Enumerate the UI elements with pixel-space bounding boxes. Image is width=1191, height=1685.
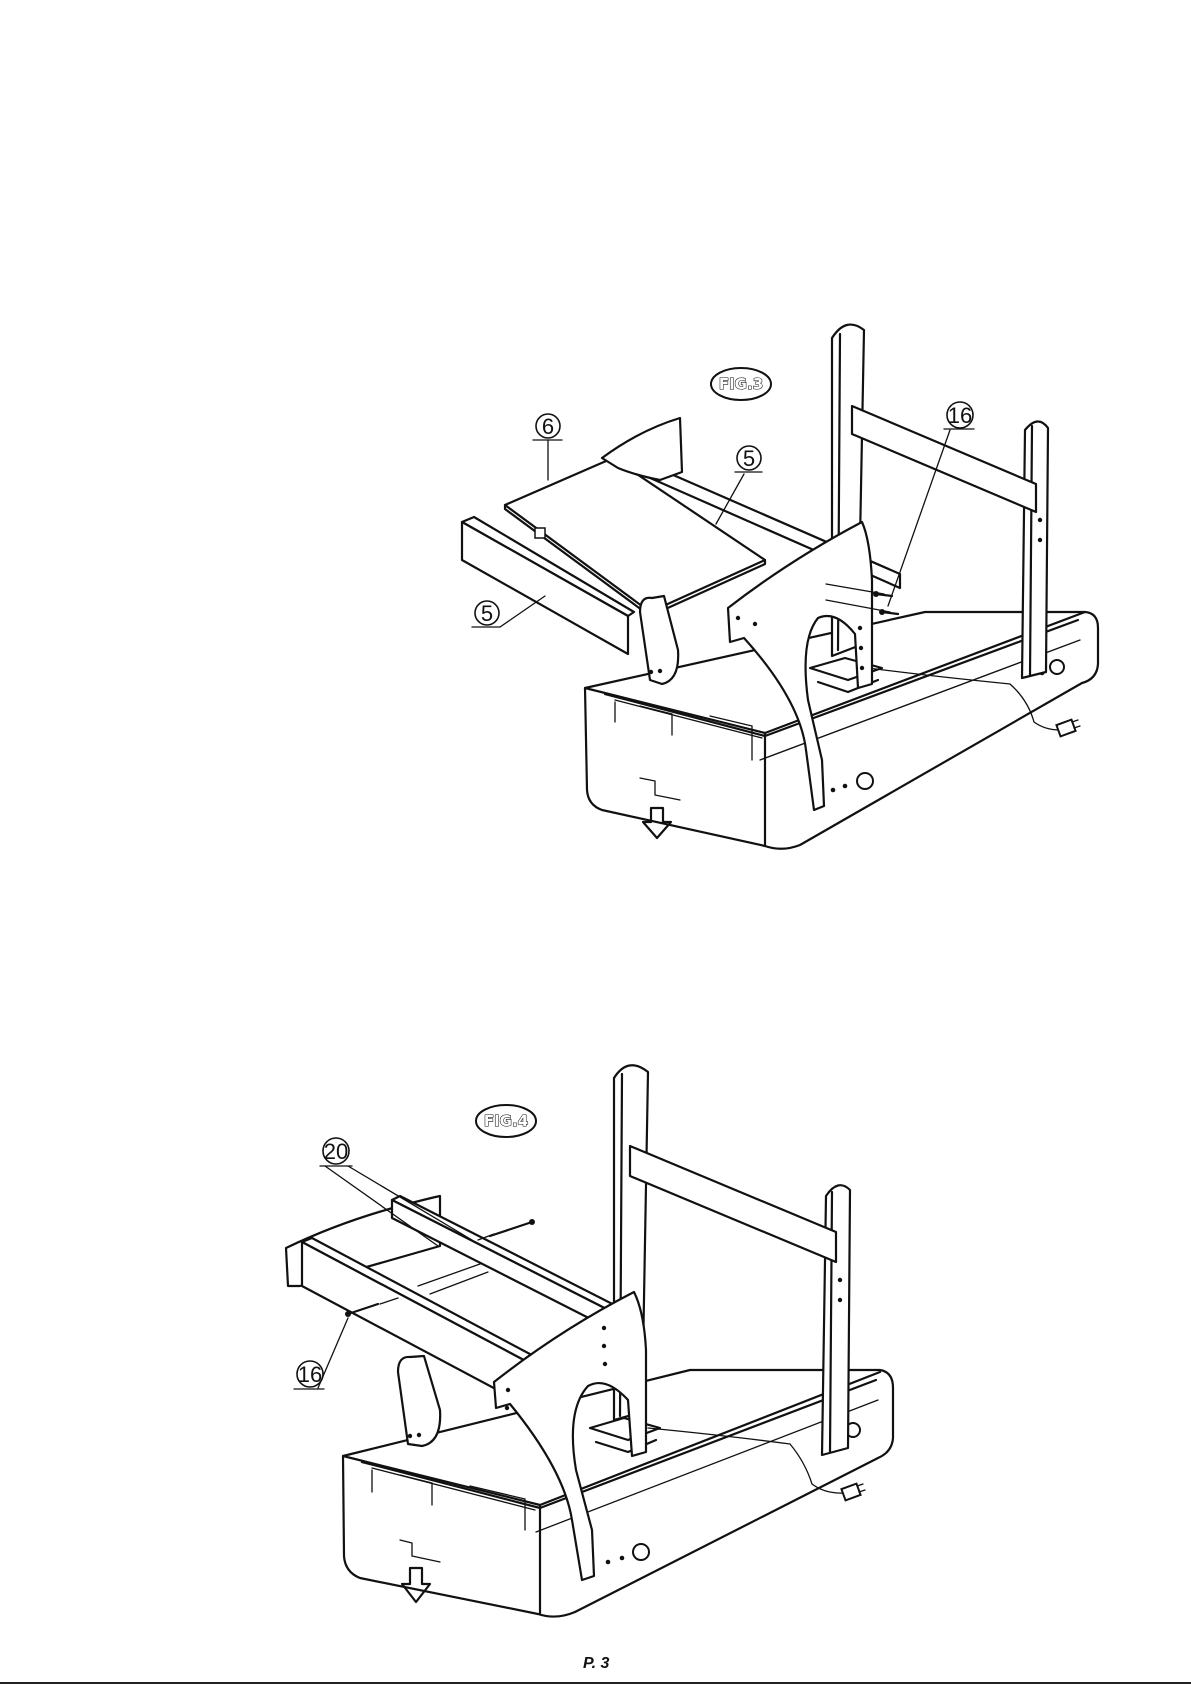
callout-number: 5: [743, 446, 755, 471]
figure-3: FIG.3: [462, 325, 1098, 849]
page-number: P. 3: [583, 1655, 609, 1673]
fig3-label: FIG.3: [719, 375, 763, 393]
callout-number: 5: [481, 601, 493, 626]
callout-number: 6: [542, 414, 554, 439]
screw-icon: [873, 591, 898, 615]
callout-number: 16: [298, 1362, 322, 1387]
fig4-callout-16: 16: [294, 1318, 348, 1389]
bottom-rule: [0, 1682, 1191, 1684]
fig3-callout-6: 6: [533, 414, 562, 480]
fig3-badge: FIG.3: [711, 368, 771, 400]
fig4-front-leg: [398, 1356, 440, 1446]
fig3-front-leg: [640, 596, 678, 684]
callout-number: 16: [948, 403, 972, 428]
power-plug-icon: [1056, 720, 1080, 737]
callout-number: 20: [324, 1139, 348, 1164]
power-plug-icon: [841, 1484, 865, 1501]
fig4-label: FIG.4: [484, 1112, 528, 1130]
fig4-badge: FIG.4: [476, 1105, 536, 1137]
figure-4: FIG.4: [286, 1065, 893, 1616]
